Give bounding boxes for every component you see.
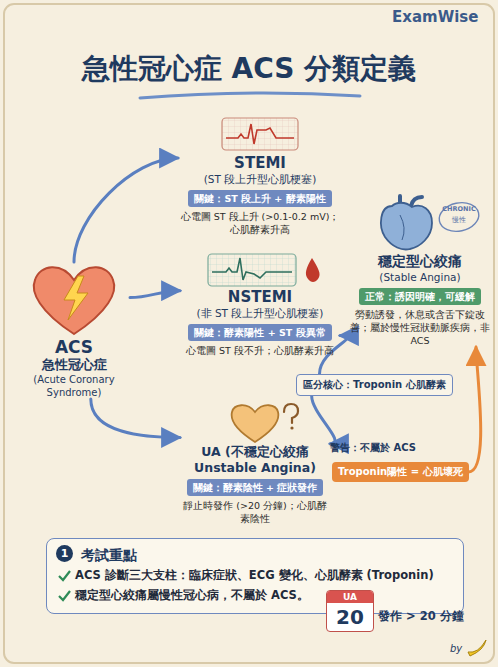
text: (非 ST 段上升型心肌梗塞) (180, 306, 340, 321)
calendar-icon: UA20 (326, 590, 374, 632)
connector-arrow (130, 291, 180, 298)
connector-arrow (312, 396, 335, 444)
text: (Acute Coronary Syndrome) (18, 373, 130, 399)
band-row: 關鍵：酵素陰性 + 症狀發作 (180, 476, 330, 499)
stable-angina-node: 穩定型心絞痛(Stable Angina) 正常：誘因明確，可緩解勞動誘發，休息或… (350, 190, 490, 347)
key-band: 關鍵：酵素陰性 + 症狀發作 (187, 479, 324, 496)
text: UA (不穩定心絞痛 Unstable Angina) (180, 444, 330, 476)
note: 發作 > 20 分鐘 (378, 609, 464, 624)
connector-arrow (91, 399, 180, 438)
stamp2: 慢性 (441, 215, 477, 225)
text: (ST 段上升型心肌梗塞) (178, 172, 342, 187)
text: 區分核心：Troponin 心肌酵素 (303, 378, 446, 392)
ua-node: UA (不穩定心絞痛 Unstable Angina) 關鍵：酵素陰性 + 症狀發… (180, 400, 330, 525)
band-row: 關鍵：ST 段上升 + 酵素陽性 (178, 187, 342, 210)
text: 20 (327, 603, 373, 631)
page-frame (4, 4, 494, 663)
band-row: 關鍵：酵素陽性 + ST 段異常 (180, 321, 340, 344)
chronic-stamp (437, 199, 482, 235)
acs-heart (34, 267, 114, 334)
blood-drop (306, 258, 320, 282)
text: ACS (18, 338, 130, 356)
core-box: 區分核心：Troponin 心肌酵素 (296, 374, 453, 396)
title-underline (140, 93, 360, 98)
badge: 1 (56, 545, 73, 562)
text: 心電圖 ST 段不升；心肌酵素升高 (180, 344, 340, 357)
connector-arrow (469, 347, 481, 472)
text: 急性冠心症 (18, 356, 130, 373)
by: by (450, 643, 462, 654)
text: 勞動誘發，休息或含舌下錠改善；屬於慢性冠狀動脈疾病，非ACS (350, 308, 490, 347)
text: UA (327, 591, 373, 603)
exam-point: ACS 診斷三大支柱：臨床症狀、ECG 變化、心肌酵素 (Troponin) (57, 565, 453, 585)
key-band: 關鍵：酵素陽性 + ST 段異常 (188, 324, 331, 341)
exam-panel: 考試重點ACS 診斷三大支柱：臨床症狀、ECG 變化、心肌酵素 (Troponi… (46, 538, 464, 614)
band-row: 正常：誘因明確，可緩解 (350, 285, 490, 308)
text: 靜止時發作 (>20 分鐘)；心肌酵素陰性 (180, 499, 330, 525)
text: 穩定型心絞痛 (350, 252, 490, 270)
acs-node: ACS急性冠心症(Acute Coronary Syndrome) (18, 262, 130, 399)
exam-point: 穩定型心絞痛屬慢性冠心病，不屬於 ACS。 (57, 585, 453, 605)
text: STEMI (178, 154, 342, 172)
stemi-ecg (222, 118, 298, 150)
troponin-box: Troponin陽性 = 心肌壞死 (332, 462, 469, 482)
banana (468, 640, 486, 656)
text: NSTEMI (180, 288, 340, 306)
ua-heart (232, 404, 298, 442)
text: 考試重點 (57, 545, 453, 565)
key-band: 關鍵：ST 段上升 + 酵素陽性 (188, 190, 331, 207)
brand: ExamWise (392, 8, 478, 26)
title: 急性冠心症 ACS 分類定義 (0, 50, 498, 88)
check-mark (58, 589, 71, 602)
text: Troponin陽性 = 心肌壞死 (338, 465, 463, 479)
key-band: 正常：誘因明確，可緩解 (359, 288, 481, 305)
text: (Stable Angina) (350, 270, 490, 285)
nstemi-ecg (208, 254, 320, 286)
warn: 警告：不屬於 ACS (330, 441, 416, 455)
connector-arrow (74, 158, 178, 262)
stemi-node: STEMI(ST 段上升型心肌梗塞) 關鍵：ST 段上升 + 酵素陽性心電圖 ST… (178, 116, 342, 236)
nstemi-node: NSTEMI(非 ST 段上升型心肌梗塞) 關鍵：酵素陽性 + ST 段異常心電圖… (180, 250, 340, 357)
check-mark (58, 569, 71, 582)
text: 心電圖 ST 段上升 (>0.1-0.2 mV)；心肌酵素升高 (178, 210, 342, 236)
stable-heart (381, 196, 482, 250)
stamp: CHRONIC (441, 205, 477, 213)
